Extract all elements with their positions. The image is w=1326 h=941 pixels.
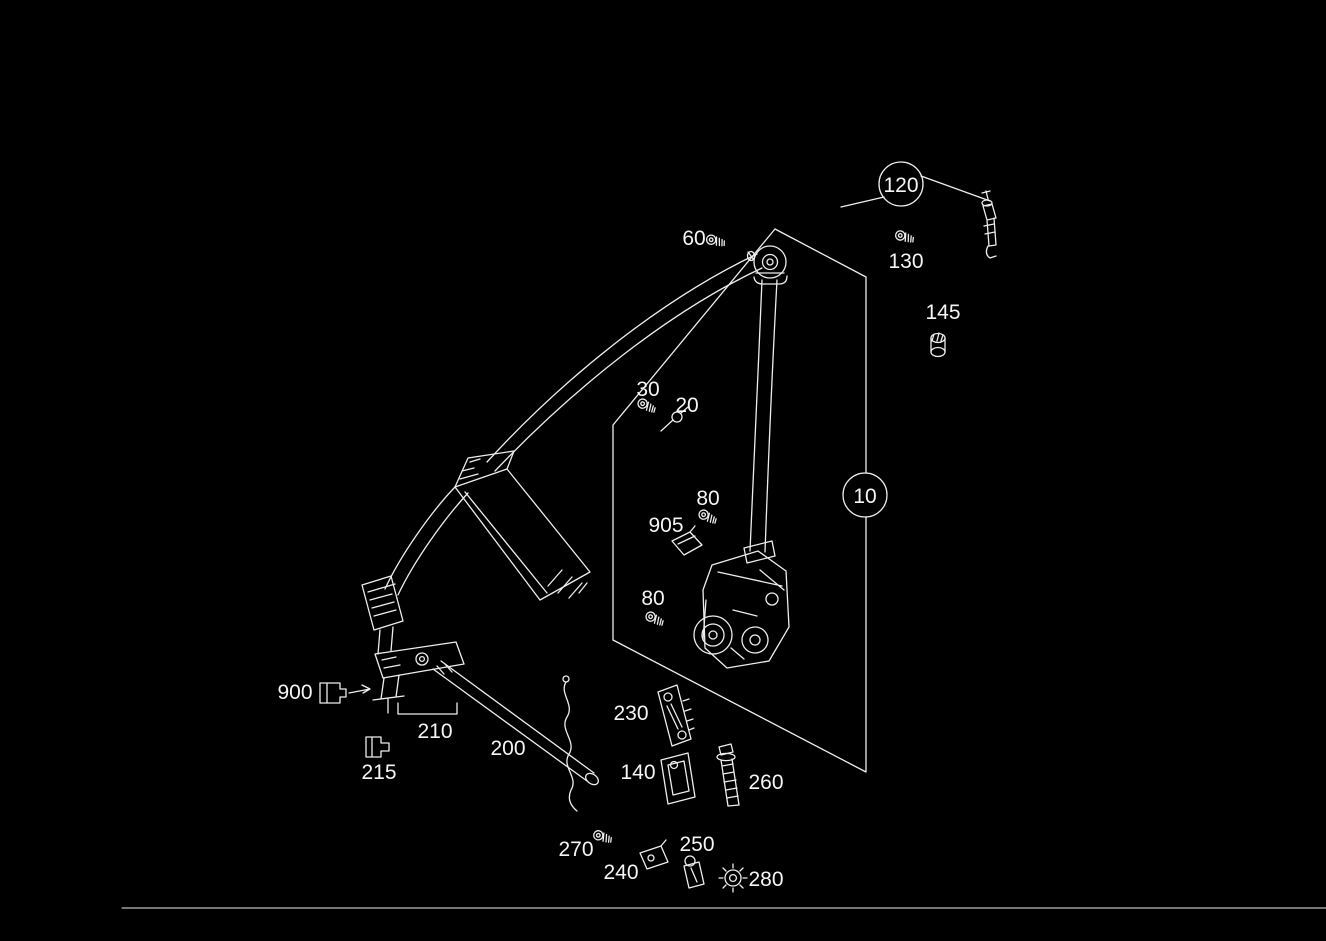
- connector-900: [319, 682, 371, 704]
- part-label-215: 215: [361, 761, 396, 784]
- part-label-145: 145: [925, 301, 960, 324]
- screw-80-upper-icon: [696, 507, 719, 526]
- part-label-130: 130: [888, 250, 923, 273]
- belt-latch-plate: [361, 575, 404, 655]
- trim-clip-part: [981, 190, 997, 259]
- part-label-250: 250: [679, 833, 714, 856]
- belt-retractor: [693, 279, 790, 669]
- hook-20: [660, 406, 689, 432]
- part-label-30: 30: [636, 378, 659, 401]
- part-label-60: 60: [682, 227, 705, 250]
- clip-215: [365, 736, 390, 758]
- belt-d-ring: [746, 245, 788, 285]
- part-labels: 120 130 145 60 30 20 80 905 80 10 900 21…: [277, 174, 960, 891]
- belt-webbing-wide: [454, 450, 591, 601]
- part-label-200: 200: [490, 737, 525, 760]
- strap-200: [432, 660, 599, 786]
- screw-270-icon: [591, 828, 614, 846]
- belt-anchor-fitting: [372, 641, 465, 714]
- part-label-260: 260: [748, 771, 783, 794]
- part-label-10: 10: [853, 485, 876, 508]
- part-label-140: 140: [620, 761, 655, 784]
- grommet-145: [930, 332, 946, 358]
- washer-280-icon: [718, 863, 748, 893]
- part-label-270: 270: [558, 838, 593, 861]
- part-label-230: 230: [613, 702, 648, 725]
- bracket-140: [660, 752, 696, 805]
- screw-130-icon: [893, 229, 916, 245]
- part-label-280: 280: [748, 868, 783, 891]
- part-label-905: 905: [648, 514, 683, 537]
- part-label-20: 20: [675, 394, 698, 417]
- part-label-80-lower: 80: [641, 587, 664, 610]
- bracket-905: [671, 525, 703, 556]
- part-label-240: 240: [603, 861, 638, 884]
- part-label-80-upper: 80: [696, 487, 719, 510]
- belt-webbing-lower: [384, 486, 469, 596]
- bracket-240: [639, 839, 669, 870]
- adjuster-rail-230: [657, 684, 695, 747]
- tension-cable: [562, 675, 578, 812]
- screw-80-lower-icon: [643, 609, 666, 628]
- door-panel-outline: [612, 228, 867, 773]
- bracket-210: [397, 702, 458, 715]
- screw-60-icon: [704, 233, 727, 249]
- callout-circle-120: [840, 161, 991, 208]
- callout-circle-10: [842, 472, 888, 518]
- part-label-900: 900: [277, 681, 312, 704]
- bracket-250: [683, 855, 705, 889]
- part-label-210: 210: [417, 720, 452, 743]
- bolt-260: [716, 743, 740, 807]
- part-label-120: 120: [883, 174, 918, 197]
- belt-webbing-shoulder: [486, 253, 763, 472]
